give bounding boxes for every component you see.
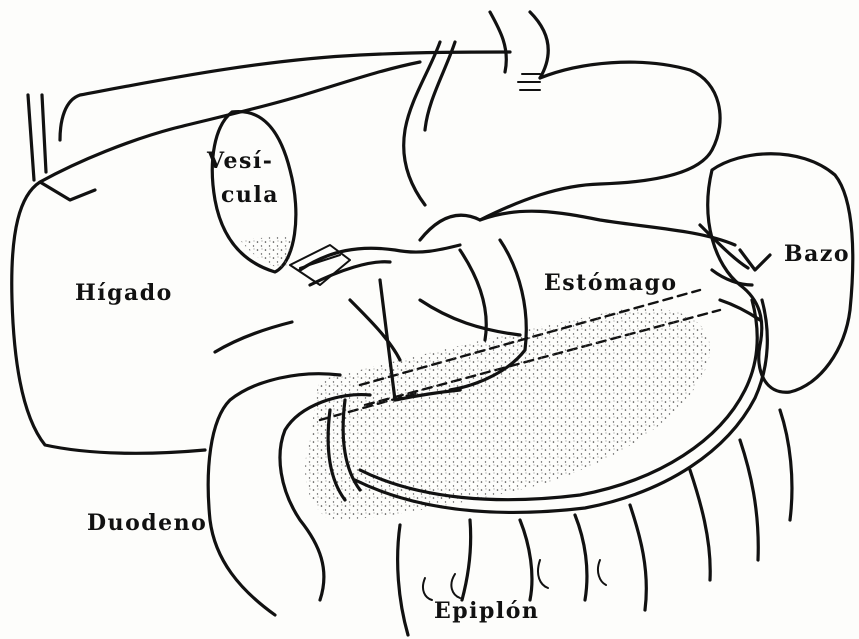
splenic-vessels [700, 225, 770, 320]
hepatic-ligament [28, 95, 46, 180]
duodenum-label: Duodeno [87, 512, 207, 534]
liver-upper-lobe [60, 52, 510, 140]
stomach-fundus [480, 62, 720, 220]
stomach-body [420, 211, 735, 245]
esophagus [490, 12, 548, 78]
spleen-outline [708, 154, 853, 392]
omentum-vessel-hooks [423, 560, 606, 600]
omentum-label: Epiplón [434, 600, 539, 622]
stomach-label: Estómago [544, 272, 678, 294]
hepatic-vessel [404, 42, 455, 205]
esophagus-rings [518, 74, 540, 90]
liver-label: Hígado [75, 282, 173, 304]
gallbladder-shading [240, 235, 293, 268]
gallbladder-label-line1: Vesí- [207, 150, 273, 172]
gallbladder-label-line2: cula [221, 184, 279, 206]
spleen-label: Bazo [784, 243, 850, 265]
